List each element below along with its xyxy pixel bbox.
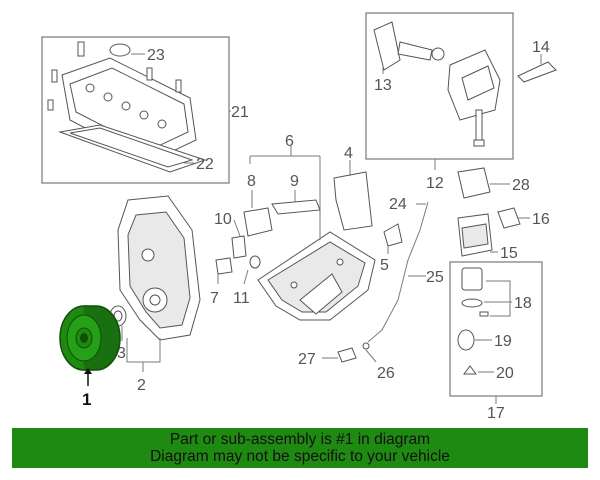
callout-20: 20 (496, 365, 514, 382)
oil-filter-illustration (457, 267, 489, 375)
callout-22: 22 (196, 156, 214, 173)
callout-12: 12 (426, 175, 444, 192)
callout-13: 13 (374, 77, 392, 94)
callout-1: 1 (82, 390, 91, 409)
plug-11 (249, 255, 261, 269)
banner-line-2: Diagram may not be specific to your vehi… (150, 448, 450, 465)
callout-18: 18 (514, 295, 532, 312)
callout-2: 2 (137, 377, 146, 394)
callout-7: 7 (210, 290, 219, 307)
valve-cover-group-box (41, 36, 230, 184)
pump-10 (231, 235, 247, 259)
valve-cover-illustration (47, 41, 207, 173)
callout-8: 8 (247, 173, 256, 190)
oil-control-illustration (373, 21, 501, 147)
callout-6: 6 (285, 133, 294, 150)
callout-26: 26 (377, 365, 395, 382)
gasket-16 (497, 207, 521, 229)
banner-line-1: Part or sub-assembly is #1 in diagram (169, 431, 431, 448)
callout-19: 19 (494, 333, 512, 350)
callout-21: 21 (231, 104, 249, 121)
dipstick-25 (367, 201, 429, 343)
bracket-9 (271, 199, 321, 215)
callout-17: 17 (487, 405, 505, 422)
callout-14: 14 (532, 39, 550, 56)
info-banner: Part or sub-assembly is #1 in diagram Di… (12, 428, 588, 468)
sensor-27 (337, 347, 357, 363)
callout-23: 23 (147, 47, 165, 64)
callout-9: 9 (290, 173, 299, 190)
callout-28: 28 (512, 177, 530, 194)
oil-control-group-box (365, 12, 514, 160)
sensor-7 (215, 257, 233, 275)
bracket-5 (383, 223, 403, 247)
callout-16: 16 (532, 211, 550, 228)
callout-24: 24 (389, 196, 407, 213)
gasket-8 (243, 207, 273, 237)
callout-15: 15 (500, 245, 518, 262)
crankshaft-pulley-1 (59, 305, 121, 371)
cover-4 (333, 171, 373, 231)
timing-cover-illustration (117, 195, 201, 341)
callout-4: 4 (344, 145, 353, 162)
callout-5: 5 (380, 257, 389, 274)
seal-26 (362, 342, 370, 350)
callout-11: 11 (233, 290, 250, 307)
callout-27: 27 (298, 351, 316, 368)
housing-28 (457, 167, 491, 199)
callout-10: 10 (214, 211, 232, 228)
sensor-14 (517, 61, 557, 83)
callout-25: 25 (426, 269, 444, 286)
oil-pan-illustration (257, 231, 376, 321)
callout-3: 3 (117, 345, 126, 362)
